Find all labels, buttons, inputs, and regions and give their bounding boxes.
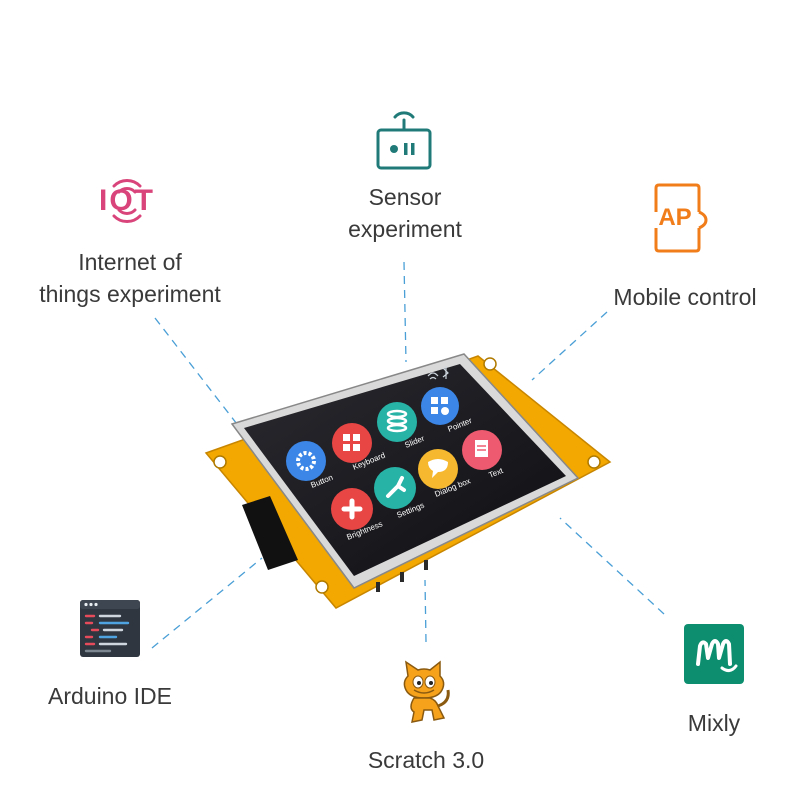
connector-scratch [424, 579, 427, 643]
scratch-label: Scratch 3.0 [367, 747, 485, 773]
header-pin [400, 572, 404, 582]
iot-label: Internet of things experiment [10, 246, 250, 310]
app-pointer-icon [421, 387, 459, 425]
iot-label-line-2: things experiment [39, 281, 221, 307]
mixly-icon [684, 624, 744, 684]
bluetooth-icon [442, 366, 449, 379]
app-slider-icon [377, 402, 417, 442]
sensor-icon [373, 108, 435, 172]
mount-hole [483, 357, 497, 371]
mobile-app-icon-text: AP [658, 204, 692, 231]
arduino-ide-icon [80, 600, 140, 657]
connector-sensor [403, 261, 407, 363]
wifi-icon [427, 372, 439, 380]
iot-icon-text: IOT [99, 184, 155, 217]
iot-icon: IOT [92, 172, 162, 230]
sensor-label-line-2: experiment [348, 216, 462, 242]
mount-hole [315, 580, 329, 594]
connector-mixly [559, 517, 665, 615]
mobile-label: Mobile control [613, 284, 757, 310]
mixly-label: Mixly [687, 710, 741, 736]
sensor-label: Sensor experiment [300, 181, 510, 245]
side-label-sticker [242, 496, 298, 570]
app-button-icon [286, 441, 326, 481]
header-pin [376, 582, 380, 592]
gear-icon [296, 451, 316, 471]
scratch-cat-icon [394, 660, 454, 726]
mobile-app-icon: AP [648, 182, 708, 254]
mount-hole [587, 455, 601, 469]
iot-label-line-1: Internet of [78, 249, 182, 275]
connector-mobile [531, 311, 608, 381]
app-keyboard-icon [332, 423, 372, 463]
connector-iot [154, 317, 241, 429]
sensor-label-line-1: Sensor [368, 184, 442, 210]
mount-hole [213, 455, 227, 469]
header-pin [424, 560, 428, 570]
connector-arduino [151, 557, 263, 649]
arduino-label: Arduino IDE [47, 683, 172, 709]
